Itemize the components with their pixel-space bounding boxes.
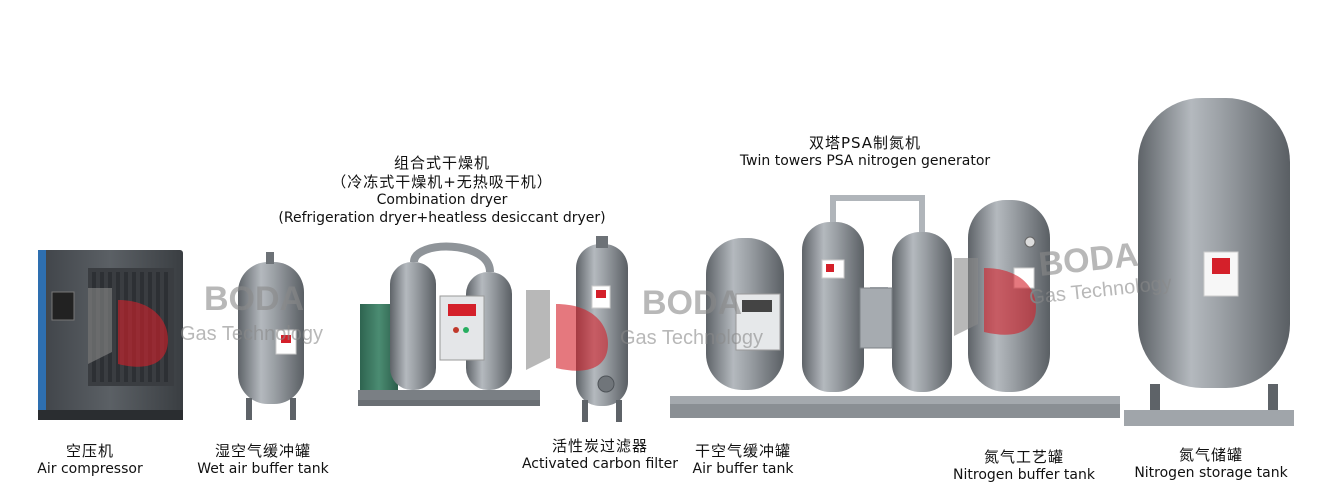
wet-air-buffer-tank-image [238,252,304,420]
label-wet-air-buffer-tank: 湿空气缓冲罐 Wet air buffer tank [188,442,338,479]
svg-text:Gas Technology: Gas Technology [620,327,763,349]
air-compressor-zh: 空压机 [65,442,114,460]
activated-carbon-filter-en: Activated carbon filter [521,456,679,473]
label-air-buffer-tank: 干空气缓冲罐 Air buffer tank [678,442,808,479]
label-activated-carbon-filter: 活性炭过滤器 Activated carbon filter [515,437,685,474]
combination-dryer-image [358,242,540,406]
nitrogen-storage-tank-zh: 氮气储罐 [1178,446,1243,464]
label-combination-dryer: 组合式干燥机 （冷冻式干燥机+无热吸干机） Combination dryer … [262,154,622,228]
nitrogen-buffer-tank-zh: 氮气工艺罐 [983,448,1064,466]
combination-dryer-zh: 组合式干燥机 [393,154,490,172]
wet-air-buffer-tank-en: Wet air buffer tank [197,461,329,478]
air-buffer-tank-en: Air buffer tank [692,461,794,478]
svg-text:BODA: BODA [642,284,742,322]
nitrogen-buffer-tank-en: Nitrogen buffer tank [953,467,1095,484]
label-air-compressor: 空压机 Air compressor [20,442,160,479]
nitrogen-storage-tank-en: Nitrogen storage tank [1134,465,1288,482]
label-nitrogen-buffer-tank: 氮气工艺罐 Nitrogen buffer tank [945,448,1103,485]
nitrogen-storage-tank-image [1124,98,1294,426]
watermark-logo-2: BODA Gas Technology [526,284,763,371]
label-nitrogen-storage-tank: 氮气储罐 Nitrogen storage tank [1126,446,1296,483]
watermark-logo-1: BODA Gas Technology [88,280,323,367]
wet-air-buffer-tank-zh: 湿空气缓冲罐 [214,442,311,460]
psa-system-image [670,195,1120,418]
air-compressor-en: Air compressor [37,461,143,478]
svg-text:Gas Technology: Gas Technology [180,323,323,345]
combination-dryer-zh-sub: （冷冻式干燥机+无热吸干机） [331,173,553,192]
combination-dryer-en: Combination dryer [376,192,508,209]
activated-carbon-filter-zh: 活性炭过滤器 [551,437,648,455]
air-buffer-tank-zh: 干空气缓冲罐 [694,442,791,460]
combination-dryer-en-sub: (Refrigeration dryer+heatless desiccant … [278,210,606,227]
svg-text:BODA: BODA [204,280,304,318]
psa-generator-zh: 双塔PSA制氮机 [808,134,922,152]
label-psa-generator: 双塔PSA制氮机 Twin towers PSA nitrogen genera… [720,134,1010,171]
psa-generator-en: Twin towers PSA nitrogen generator [739,153,991,170]
